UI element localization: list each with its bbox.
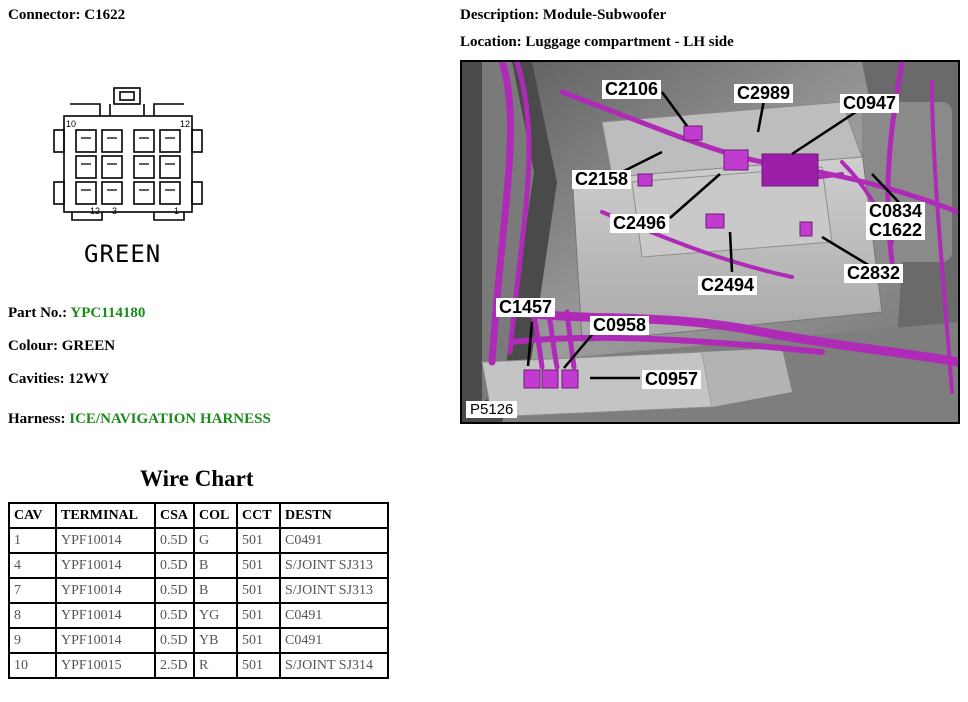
callout-label: C2989 (734, 84, 794, 103)
table-row: 10 YPF10015 2.5D R 501 S/JOINT SJ314 (8, 652, 389, 679)
table-header-row: CAV TERMINAL CSA COL CCT DESTN (8, 502, 389, 529)
connector-pinout-drawing: 10 12 12 3 1 (53, 87, 203, 221)
location-photo: C2106 C2989 C0947 C2158 C2496 C0834 C162… (460, 60, 960, 424)
description-line: Description: Module-Subwoofer (460, 7, 666, 24)
cell-terminal: YPF10015 (55, 652, 156, 679)
cell-col: R (193, 652, 238, 679)
callout-label: C2106 (602, 80, 662, 99)
cell-destn: S/JOINT SJ314 (279, 652, 389, 679)
part-number-line: Part No.: YPC114180 (8, 305, 145, 322)
harness-value: ICE/NAVIGATION HARNESS (69, 411, 271, 427)
cell-csa: 0.5D (154, 577, 195, 604)
photo-reference-code: P5126 (466, 401, 518, 418)
table-row: 4 YPF10014 0.5D B 501 S/JOINT SJ313 (8, 552, 389, 579)
cell-cct: 501 (236, 652, 281, 679)
cell-csa: 2.5D (154, 652, 195, 679)
cell-cav: 1 (8, 527, 57, 554)
pin-number-label: 10 (66, 119, 76, 129)
callout-label: C2832 (844, 264, 904, 283)
connector-line: Connector: C1622 (8, 7, 125, 24)
column-header-terminal: TERMINAL (55, 502, 156, 529)
cell-csa: 0.5D (154, 527, 195, 554)
cell-destn: C0491 (279, 527, 389, 554)
cell-col: G (193, 527, 238, 554)
wire-chart-table: CAV TERMINAL CSA COL CCT DESTN 1 YPF1001… (8, 502, 389, 679)
photo-illustration (462, 62, 958, 422)
cell-destn: C0491 (279, 627, 389, 654)
cell-col: B (193, 552, 238, 579)
cell-cav: 9 (8, 627, 57, 654)
location-value: Luggage compartment - LH side (525, 34, 734, 50)
colour-label: Colour: (8, 338, 58, 354)
cell-destn: C0491 (279, 602, 389, 629)
description-value: Module-Subwoofer (542, 7, 667, 23)
cell-cct: 501 (236, 577, 281, 604)
cell-cct: 501 (236, 527, 281, 554)
location-label: Location: (460, 34, 522, 50)
description-label: Description: (460, 7, 540, 23)
callout-label: C2158 (572, 170, 632, 189)
pin-number-label: 3 (112, 206, 117, 216)
cell-cct: 501 (236, 627, 281, 654)
part-number-label: Part No.: (8, 305, 68, 321)
pin-number-label: 12 (90, 206, 100, 216)
cell-csa: 0.5D (154, 627, 195, 654)
harness-line: Harness: ICE/NAVIGATION HARNESS (8, 411, 271, 428)
callout-label: C1457 (496, 298, 556, 317)
cell-cav: 10 (8, 652, 57, 679)
cell-terminal: YPF10014 (55, 602, 156, 629)
pin-number-label: 1 (174, 206, 179, 216)
callout-label: C2494 (698, 276, 758, 295)
cell-destn: S/JOINT SJ313 (279, 577, 389, 604)
cell-cav: 8 (8, 602, 57, 629)
cell-terminal: YPF10014 (55, 527, 156, 554)
part-number-value: YPC114180 (70, 305, 146, 321)
cell-csa: 0.5D (154, 602, 195, 629)
callout-label: C2496 (610, 214, 670, 233)
location-line: Location: Luggage compartment - LH side (460, 34, 734, 51)
cell-csa: 0.5D (154, 552, 195, 579)
connector-colour-caption: GREEN (84, 240, 162, 268)
callout-label: C0957 (642, 370, 702, 389)
table-row: 8 YPF10014 0.5D YG 501 C0491 (8, 602, 389, 629)
callout-label: C1622 (866, 221, 926, 240)
cell-col: YG (193, 602, 238, 629)
cell-terminal: YPF10014 (55, 552, 156, 579)
connector-id: C1622 (84, 7, 126, 23)
cavities-value: 12WY (68, 371, 110, 387)
cell-cct: 501 (236, 552, 281, 579)
cell-destn: S/JOINT SJ313 (279, 552, 389, 579)
cell-cct: 501 (236, 602, 281, 629)
column-header-destn: DESTN (279, 502, 389, 529)
colour-value: GREEN (61, 338, 116, 354)
harness-label: Harness: (8, 411, 66, 427)
cell-col: YB (193, 627, 238, 654)
column-header-csa: CSA (154, 502, 195, 529)
cell-terminal: YPF10014 (55, 627, 156, 654)
colour-line: Colour: GREEN (8, 338, 115, 355)
cell-terminal: YPF10014 (55, 577, 156, 604)
cavities-label: Cavities: (8, 371, 65, 387)
wire-chart-title: Wire Chart (140, 466, 254, 491)
table-row: 9 YPF10014 0.5D YB 501 C0491 (8, 627, 389, 654)
cavities-line: Cavities: 12WY (8, 371, 109, 388)
cell-col: B (193, 577, 238, 604)
column-header-cav: CAV (8, 502, 57, 529)
table-row: 1 YPF10014 0.5D G 501 C0491 (8, 527, 389, 554)
column-header-cct: CCT (236, 502, 281, 529)
callout-label: C0958 (590, 316, 650, 335)
cell-cav: 4 (8, 552, 57, 579)
pin-number-label: 12 (180, 119, 190, 129)
connector-label: Connector: (8, 7, 81, 23)
callout-label: C0947 (840, 94, 900, 113)
cell-cav: 7 (8, 577, 57, 604)
column-header-col: COL (193, 502, 238, 529)
callout-label: C0834 (866, 202, 926, 221)
table-row: 7 YPF10014 0.5D B 501 S/JOINT SJ313 (8, 577, 389, 604)
